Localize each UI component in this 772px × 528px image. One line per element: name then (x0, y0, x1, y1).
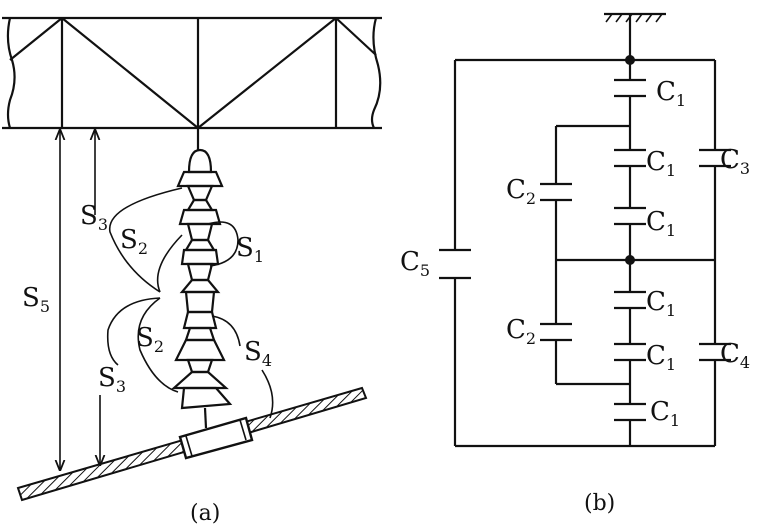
figure-a: S5 S3 S2 S1 S2 S4 S3 (a) (2, 16, 382, 526)
s2-bottom-lead (106, 297, 161, 366)
caption-b: (b) (584, 491, 615, 516)
junction-dot-middle (625, 255, 635, 265)
c2-bottom-label: C2 (506, 315, 536, 348)
capacitor-c1-c (614, 206, 646, 226)
c5-label: C5 (400, 247, 430, 280)
s3-top-label: S3 (80, 201, 108, 234)
s1-curve (207, 221, 239, 267)
s2-mid-curve (156, 234, 183, 293)
ground-icon (604, 12, 666, 60)
s1-label: S1 (236, 233, 264, 266)
c1-f-label: C1 (650, 397, 680, 430)
truss-beam (2, 16, 382, 130)
s4-top-curve (211, 315, 241, 347)
circuit-wiring (453, 58, 717, 448)
c1-e-label: C1 (646, 341, 676, 374)
capacitor-c1-b (614, 148, 646, 168)
capacitor-c1-a (614, 78, 646, 98)
capacitor-c5 (439, 248, 471, 280)
c1-c-label: C1 (646, 207, 676, 240)
s2-top-label: S2 (120, 225, 148, 258)
c2-top-label: C2 (506, 175, 536, 208)
s4-bottom-curve (261, 369, 274, 419)
c1-b-label: C1 (646, 147, 676, 180)
s2-bottom-label: S2 (136, 323, 164, 356)
c1-d-label: C1 (646, 287, 676, 320)
junction-dot-top (625, 55, 635, 65)
capacitor-c2-top (540, 182, 572, 202)
conductor-clamp (178, 416, 254, 460)
s5-label: S5 (22, 283, 50, 316)
capacitor-c2-bottom (540, 322, 572, 342)
s4-label: S4 (244, 337, 272, 370)
capacitor-c1-d (614, 290, 646, 310)
c4-label: C4 (720, 339, 750, 372)
c3-label: C3 (720, 145, 750, 178)
s3-bottom-label: S3 (98, 363, 126, 396)
insulator-string (171, 128, 233, 429)
s2-bottom-curve (137, 297, 179, 393)
c1-a-label: C1 (656, 77, 686, 110)
capacitor-c4 (699, 342, 731, 362)
caption-a: (a) (190, 501, 220, 526)
s2-top-curve (109, 187, 183, 293)
capacitor-c1-f (614, 402, 646, 422)
figure-b: C1 C1 C1 C1 C1 C1 C2 C2 C3 C4 C5 (b) (400, 12, 750, 516)
capacitor-c1-e (614, 342, 646, 362)
capacitor-c3 (699, 148, 731, 168)
